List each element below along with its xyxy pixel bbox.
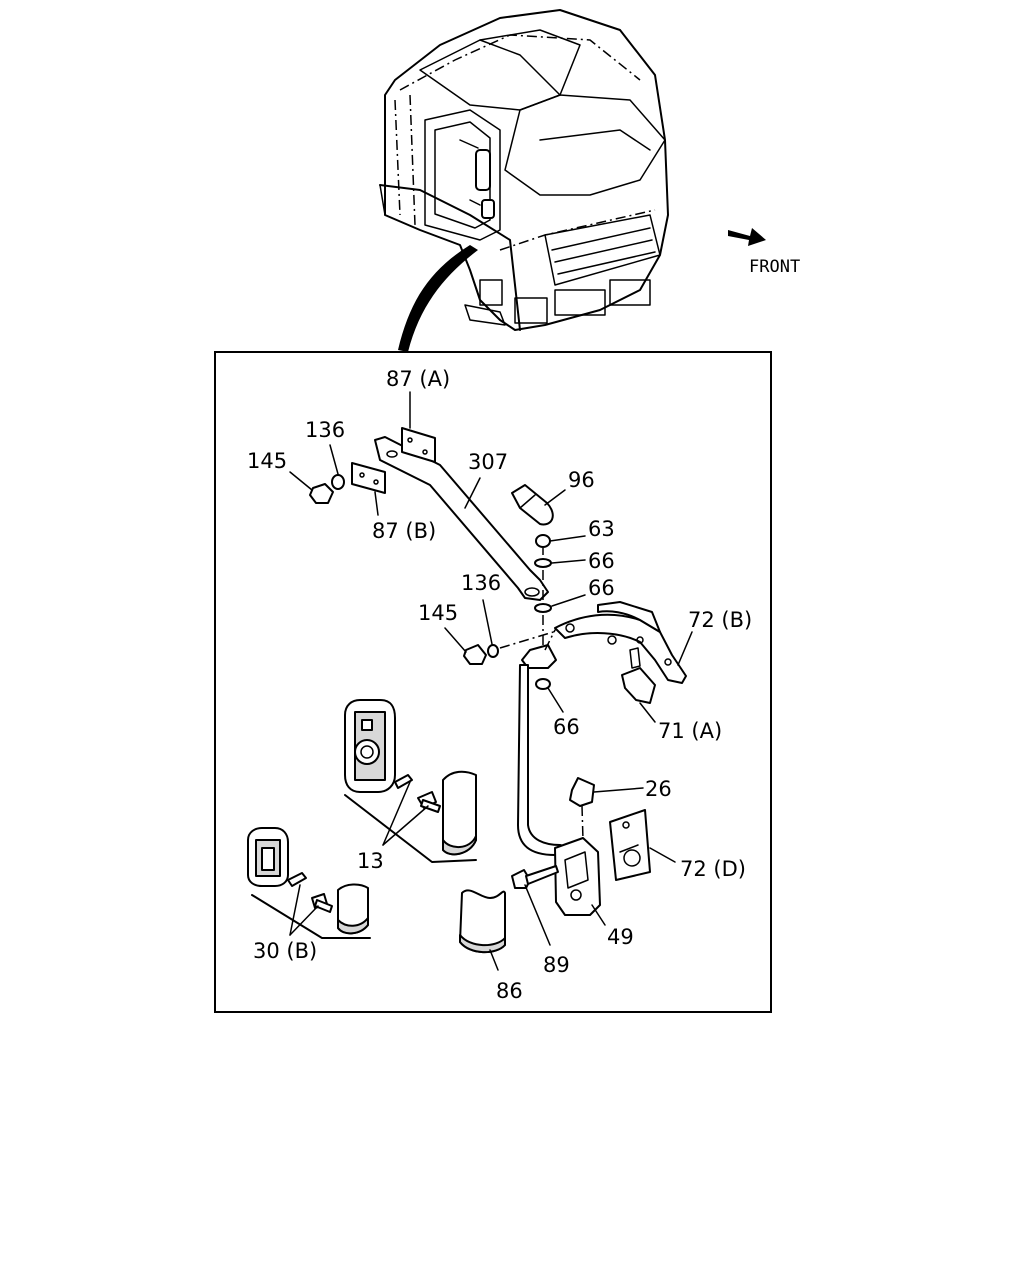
nut-145-mid	[463, 644, 487, 665]
bolt-89	[511, 865, 559, 889]
plate-87b	[351, 462, 386, 494]
callout-66-c: 66	[553, 715, 580, 739]
lamp-bulb-96	[511, 484, 554, 526]
callout-63: 63	[588, 517, 615, 541]
callout-26: 26	[645, 777, 672, 801]
callout-49: 49	[607, 925, 634, 949]
callout-72b: 72 (B)	[688, 608, 752, 632]
leader-lines	[289, 391, 693, 971]
callout-72d: 72 (D)	[680, 857, 746, 881]
nut-145-top	[309, 483, 334, 504]
washer-66-a	[534, 558, 552, 568]
callout-66-a: 66	[588, 549, 615, 573]
callout-labels: 87 (A) 136 145 307 96 87 (B) 63 66 66 13…	[247, 367, 752, 1003]
bracket-71a	[621, 647, 656, 704]
callout-30b: 30 (B)	[253, 939, 317, 963]
callout-145-top: 145	[247, 449, 287, 473]
callout-87b: 87 (B)	[372, 519, 436, 543]
mirror-assembly-13	[344, 699, 477, 863]
mirror-base-49	[554, 837, 601, 916]
washer-136-mid	[487, 644, 499, 658]
callout-13: 13	[357, 849, 384, 873]
callout-89: 89	[543, 953, 570, 977]
callout-136-top: 136	[305, 418, 345, 442]
front-direction-indicator: FRONT	[728, 228, 800, 277]
washer-66-b	[534, 603, 552, 613]
lower-mirror-stay	[517, 621, 581, 861]
washer-66-c	[535, 678, 551, 690]
plate-72d	[609, 809, 651, 881]
washer-136-top	[331, 474, 345, 490]
callout-71a: 71 (A)	[658, 719, 722, 743]
callout-136-mid: 136	[461, 571, 501, 595]
truck-cab-illustration	[379, 9, 669, 352]
bracket-72b	[554, 601, 687, 684]
callout-66-b: 66	[588, 576, 615, 600]
front-arrow-icon	[728, 228, 766, 246]
cover-86	[459, 889, 506, 954]
clip-26	[569, 777, 595, 807]
mirror-assembly-30b	[247, 827, 371, 939]
detail-frame	[214, 351, 772, 1013]
callout-307: 307	[468, 450, 508, 474]
callout-145-mid: 145	[418, 601, 458, 625]
nut-63	[535, 534, 551, 548]
front-label: FRONT	[749, 257, 800, 277]
callout-87a: 87 (A)	[386, 367, 450, 391]
callout-96: 96	[568, 468, 595, 492]
callout-86: 86	[496, 979, 523, 1003]
